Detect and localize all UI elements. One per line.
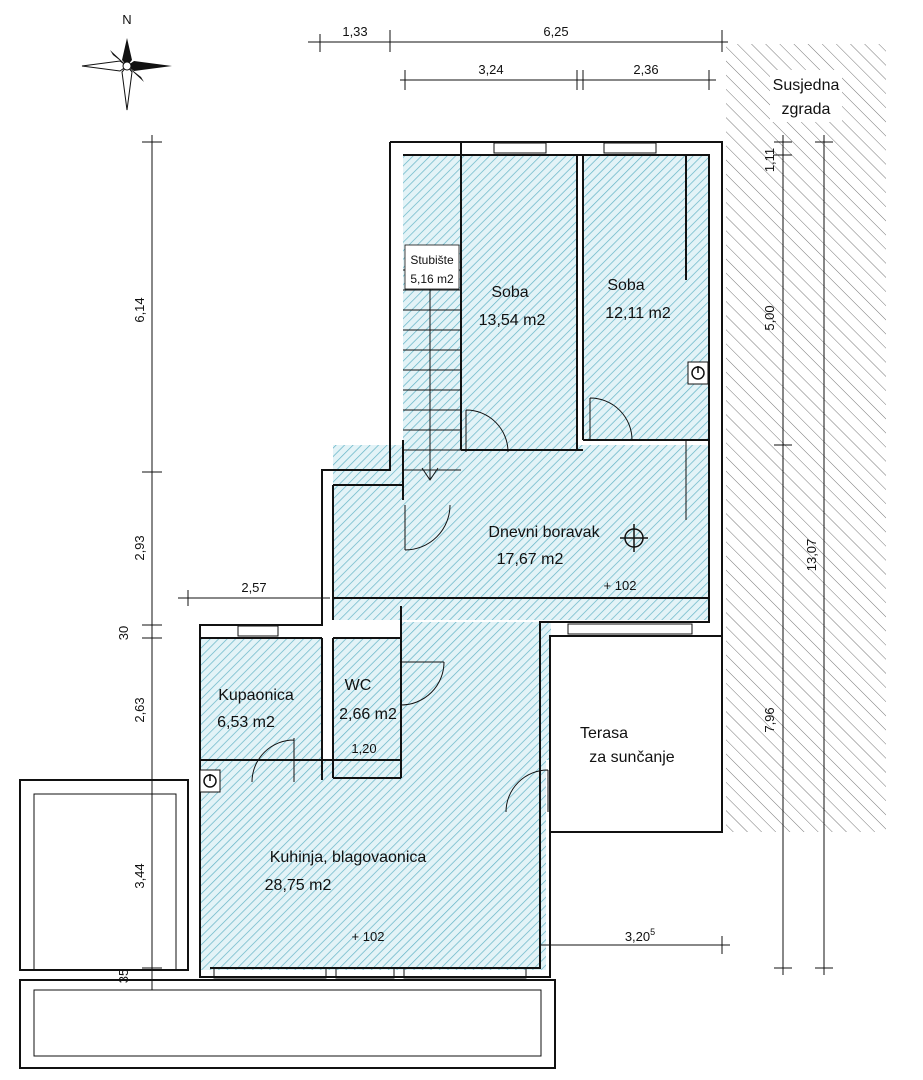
stairs-room [403, 155, 461, 500]
dim-right-total: 13,07 [804, 539, 819, 572]
dim-top-2: 6,25 [543, 24, 568, 39]
wc-label: WC [345, 677, 372, 694]
door-wc [400, 661, 445, 706]
room1 [461, 155, 577, 450]
boiler-kitchen-icon [199, 769, 221, 793]
room2 [583, 155, 709, 440]
window-room1 [493, 142, 547, 154]
neighbor-building-hatch [726, 44, 886, 832]
terrace-label2: za sunčanje [589, 749, 674, 766]
neighbor-label-line1: Susjedna [773, 77, 840, 94]
bath-area: 6,53 m2 [217, 714, 275, 731]
north-compass-icon: N [81, 12, 172, 111]
kitchen-room [200, 760, 546, 970]
window-kitchen3 [403, 967, 527, 979]
living-label: Dnevni boravak [488, 524, 600, 541]
kitchen-level: + 102 [352, 929, 385, 944]
door-room2 [589, 397, 633, 441]
wc-area: 2,66 m2 [339, 706, 397, 723]
window-room2 [603, 142, 657, 154]
boiler-icon [687, 361, 709, 385]
hall [401, 622, 551, 760]
bath-label: Kupaonica [218, 687, 294, 704]
dim-right-2: 5,00 [762, 305, 777, 330]
dim-top-inner-2: 2,36 [633, 62, 658, 77]
kitchen-label: Kuhinja, blagovaonica [270, 849, 427, 866]
stairs-treads [403, 269, 461, 481]
dim-mid-left: 2,57 [241, 580, 266, 595]
room2-area: 12,11 m2 [605, 305, 671, 322]
window-bath [237, 625, 279, 637]
dim-left-4: 2,63 [132, 697, 147, 722]
stairs-label: Stubište [410, 253, 454, 267]
kitchen-area: 28,75 m2 [265, 877, 332, 894]
dim-left-2: 2,93 [132, 535, 147, 560]
dim-top-1: 1,33 [342, 24, 367, 39]
door-terrace [505, 769, 549, 813]
wc-width: 1,20 [351, 741, 376, 756]
wc-room [333, 638, 401, 776]
terrace-label: Terasa [580, 725, 628, 742]
stairs-area: 5,16 m2 [410, 272, 454, 286]
neighbor-label-line2: zgrada [782, 101, 831, 118]
window-kitchen1 [213, 967, 327, 979]
dim-right-3: 7,96 [762, 707, 777, 732]
window-kitchen2 [335, 967, 395, 979]
door-bath [251, 738, 295, 783]
living-room [333, 445, 710, 620]
dim-bottom-right: 3,205 [625, 927, 655, 944]
window-living [567, 623, 693, 635]
room1-label: Soba [491, 284, 528, 301]
dim-top-inner-1: 3,24 [478, 62, 503, 77]
north-label: N [122, 12, 131, 27]
door-living [404, 504, 451, 551]
door-room1 [465, 409, 509, 453]
dim-left-1: 6,14 [132, 297, 147, 322]
dim-left-3: 30 [116, 626, 131, 640]
dim-left-6: 35 [116, 969, 131, 983]
living-area: 17,67 m2 [497, 551, 564, 568]
room2-label: Soba [607, 277, 644, 294]
living-level: + 102 [604, 578, 637, 593]
bathroom [200, 638, 322, 760]
dim-right-1: 1,11 [762, 148, 777, 172]
level-marker-icon [620, 524, 648, 552]
room1-area: 13,54 m2 [479, 312, 546, 329]
dim-left-5: 3,44 [132, 863, 147, 888]
